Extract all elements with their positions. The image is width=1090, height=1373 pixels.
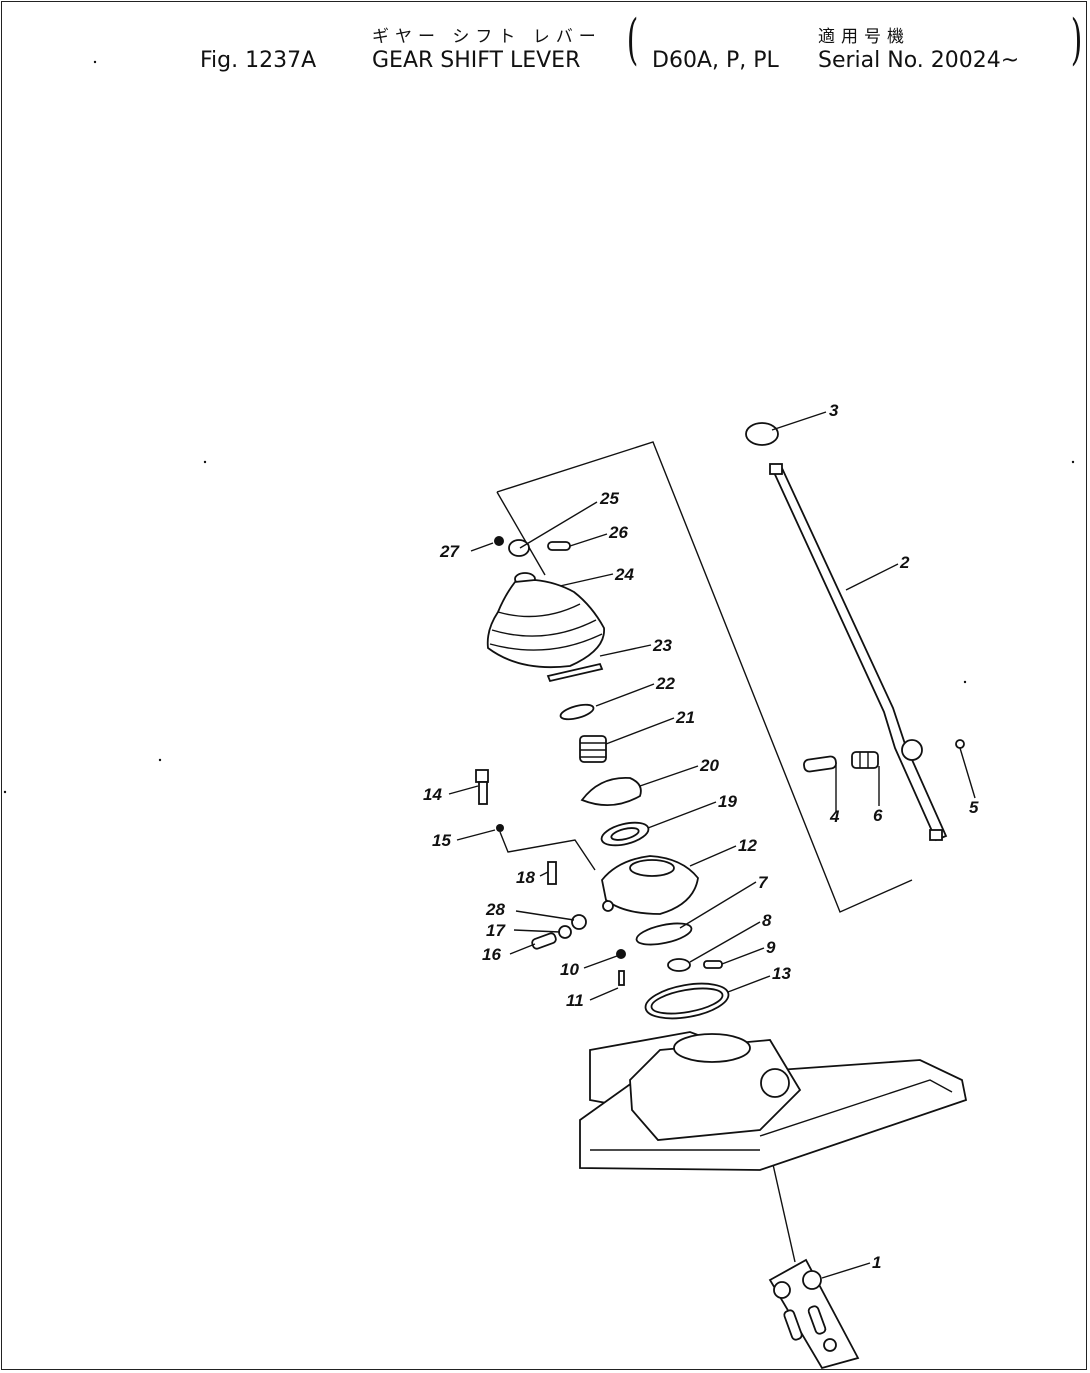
applicable-models-japanese: 適用号機 bbox=[818, 27, 910, 47]
callout-16: 16 bbox=[482, 945, 501, 964]
part-25-clip bbox=[508, 539, 530, 557]
assembly-axis-line bbox=[771, 1159, 796, 1263]
callout-7: 7 bbox=[758, 873, 769, 892]
part-22-spring bbox=[559, 703, 595, 721]
title-japanese: ギヤー シフト レバー bbox=[372, 27, 602, 47]
part-13-oring bbox=[644, 982, 730, 1020]
part-20-seat bbox=[580, 777, 642, 806]
part-17-spring bbox=[558, 925, 572, 939]
callout-24: 24 bbox=[614, 565, 634, 584]
part-26-pin bbox=[547, 541, 571, 551]
figure-title: GEAR SHIFT LEVER bbox=[372, 48, 581, 73]
callout-2: 2 bbox=[899, 553, 910, 572]
part-12-housing bbox=[601, 855, 699, 915]
part-19-ring bbox=[600, 821, 650, 847]
callout-1: 1 bbox=[872, 1253, 881, 1272]
part-7-plate bbox=[635, 922, 693, 946]
callout-26: 26 bbox=[608, 523, 628, 542]
callout-27: 27 bbox=[439, 542, 460, 561]
callout-17: 17 bbox=[486, 921, 506, 940]
callout-6: 6 bbox=[873, 806, 883, 825]
part-6-bushing bbox=[851, 751, 879, 769]
callout-20: 20 bbox=[699, 756, 719, 775]
leader-lines bbox=[448, 411, 976, 1279]
callout-9: 9 bbox=[766, 938, 776, 957]
open-paren: ( bbox=[626, 8, 639, 71]
assembly-bracket-line bbox=[499, 831, 596, 871]
scan-dot bbox=[203, 460, 207, 464]
part-9-screw bbox=[703, 960, 723, 969]
callout-28: 28 bbox=[485, 900, 505, 919]
part-5-ball bbox=[955, 739, 965, 749]
assembly-bracket-line bbox=[496, 491, 546, 576]
part-8-washer bbox=[667, 958, 691, 972]
part-10-ball bbox=[616, 949, 626, 959]
part-24-boot bbox=[486, 572, 605, 669]
part-1-link bbox=[768, 1258, 860, 1370]
callout-3: 3 bbox=[829, 401, 839, 420]
callout-4: 4 bbox=[829, 807, 840, 826]
callout-11: 11 bbox=[566, 991, 584, 1010]
figure-number: Fig. 1237A bbox=[200, 48, 317, 73]
part-14-bolt bbox=[475, 769, 489, 805]
callout-21: 21 bbox=[675, 708, 695, 727]
scan-dot bbox=[158, 758, 162, 762]
callout-15: 15 bbox=[432, 831, 451, 850]
part-15-washer bbox=[496, 824, 504, 832]
callout-8: 8 bbox=[762, 911, 772, 930]
part-2-shift-lever bbox=[769, 463, 948, 842]
scan-dot bbox=[1071, 460, 1075, 464]
callout-10: 10 bbox=[560, 960, 579, 979]
part-27-ball bbox=[494, 536, 504, 546]
callout-23: 23 bbox=[652, 636, 672, 655]
scan-dot bbox=[963, 680, 967, 684]
part-11-pin bbox=[618, 970, 625, 986]
callout-5: 5 bbox=[969, 798, 979, 817]
part-23-pin bbox=[546, 662, 604, 683]
part-18-bolt bbox=[547, 861, 557, 885]
model-list: D60A, P, PL bbox=[652, 48, 779, 73]
scan-dot bbox=[93, 60, 97, 64]
part-4-pin bbox=[803, 755, 837, 773]
part-3-knob bbox=[745, 422, 779, 446]
callout-19: 19 bbox=[718, 792, 737, 811]
callout-12: 12 bbox=[738, 836, 757, 855]
part-21-spring bbox=[579, 735, 607, 763]
callout-25: 25 bbox=[599, 489, 619, 508]
callout-14: 14 bbox=[423, 785, 442, 804]
part-28-plug bbox=[571, 914, 587, 930]
base-housing bbox=[579, 1031, 968, 1171]
callout-18: 18 bbox=[516, 868, 535, 887]
callout-22: 22 bbox=[655, 674, 675, 693]
callout-13: 13 bbox=[772, 964, 791, 983]
serial-number: Serial No. 20024~ bbox=[818, 48, 1020, 73]
part-16-ball bbox=[531, 932, 557, 950]
assembly-bracket-line bbox=[496, 441, 913, 913]
close-paren: ) bbox=[1070, 8, 1083, 71]
scan-dot bbox=[3, 790, 7, 794]
